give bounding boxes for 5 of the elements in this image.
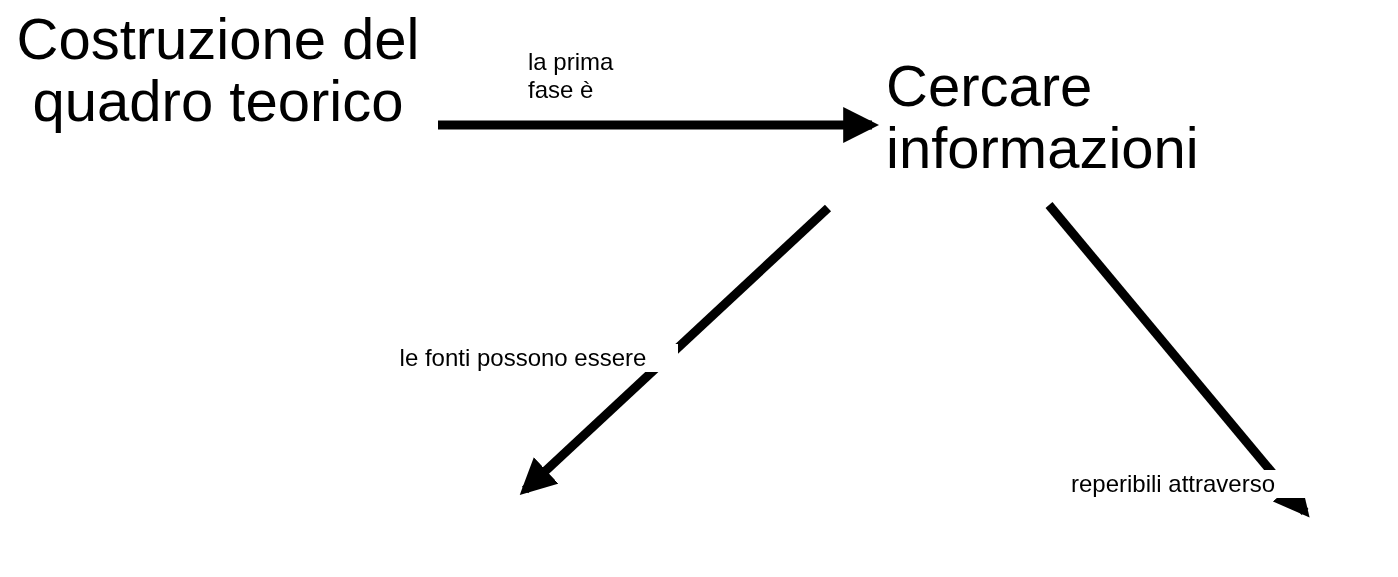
node-text: Costruzione del quadro teorico <box>15 8 421 132</box>
arrow <box>1045 202 1310 518</box>
node-text: Cercare informazioni <box>886 55 1200 179</box>
arrow <box>438 107 880 143</box>
arrow <box>519 204 832 495</box>
